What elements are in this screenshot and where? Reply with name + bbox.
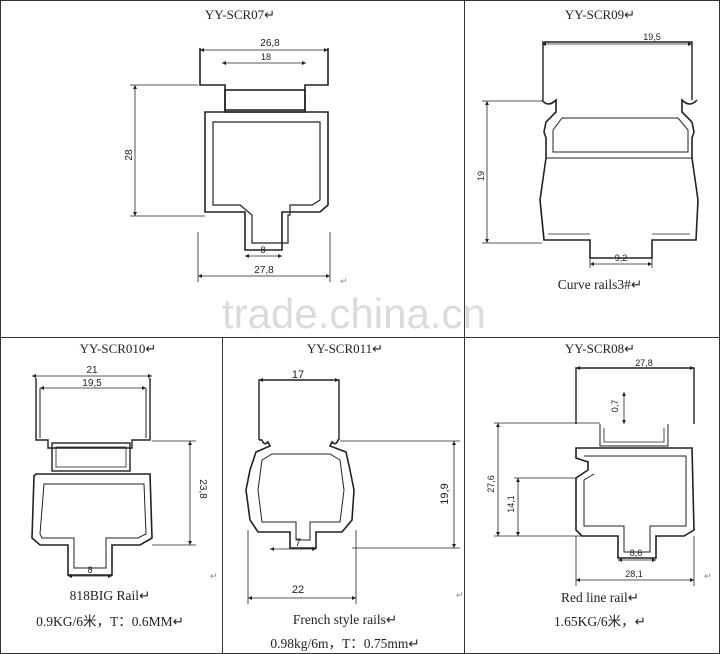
- title-scr010: YY-SCR010↵: [79, 341, 157, 356]
- dim-label: 0,7: [610, 400, 620, 413]
- para-mark: ↵: [456, 590, 464, 600]
- title-scr07: YY-SCR07↵: [204, 7, 276, 22]
- dim-label: 21: [86, 365, 98, 376]
- dim-label: 17: [292, 369, 304, 381]
- title-scr08: YY-SCR08↵: [564, 341, 636, 356]
- dim-label: 27,8: [635, 358, 653, 368]
- dim-label: 8: [87, 565, 92, 575]
- title-scr011: YY-SCR011↵: [306, 341, 384, 356]
- dims-scr07: [130, 48, 331, 282]
- caption-scr08-line2: 1.65KG/6米，↵: [554, 614, 646, 629]
- profile-scr07: [199, 48, 329, 251]
- dim-label: 28: [124, 149, 135, 161]
- watermark: trade.china.cn: [222, 290, 486, 337]
- dim-labels-scr08: 27,8 0,7 27,6 14,1 8,6 28,1: [486, 358, 653, 579]
- dim-label: 7: [295, 537, 301, 549]
- profile-scr09: [539, 41, 699, 259]
- dim-label: 27,8: [254, 265, 274, 276]
- dims-scr010: [32, 374, 196, 578]
- caption-scr010-line1: 818BIG Rail↵: [69, 588, 151, 603]
- dim-label: 14,1: [506, 495, 516, 513]
- dim-label: 19: [476, 171, 486, 181]
- dim-label: 22: [292, 584, 304, 596]
- para-mark: ↵: [210, 571, 218, 581]
- dim-label: 26,8: [260, 38, 280, 49]
- dim-label: 8,6: [630, 548, 643, 558]
- dim-label: 19,5: [643, 32, 661, 42]
- dim-label: 28,1: [625, 569, 643, 579]
- dim-labels-scr09: 19,5 19 9,2: [476, 32, 661, 263]
- caption-scr011-line2: 0.98kg/6m，T：0.75mm↵: [270, 636, 420, 651]
- dim-label: 19,5: [82, 378, 102, 389]
- dim-label: 27,6: [486, 475, 496, 493]
- caption-scr010-line2: 0.9KG/6米，T：0.6MM↵: [36, 614, 184, 629]
- dims-scr08: [494, 366, 695, 586]
- profile-scr010: [31, 378, 153, 576]
- dims-scr011: [247, 378, 460, 604]
- dim-labels-scr010: 21 19,5 23,8 8: [82, 365, 208, 575]
- title-scr09: YY-SCR09↵: [564, 7, 636, 22]
- caption-scr011-line1: French style rails↵: [292, 612, 398, 627]
- caption-scr08-line1: Red line rail↵: [560, 590, 640, 605]
- dim-label: 8: [260, 245, 265, 255]
- dim-label: 18: [261, 52, 271, 62]
- para-mark: ↵: [704, 571, 712, 581]
- para-mark: ↵: [340, 276, 348, 286]
- caption-scr09: Curve rails3#↵: [557, 277, 643, 292]
- dims-scr09: [482, 42, 692, 268]
- dim-label: 9,2: [615, 253, 628, 263]
- profile-scr08: [575, 367, 695, 559]
- dim-labels-scr011: 17 19,9 7 22: [292, 369, 451, 596]
- dim-labels-scr07: 26,8 18 28 8 27,8: [124, 38, 280, 276]
- dim-label: 23,8: [197, 479, 208, 499]
- dim-label: 19,9: [439, 483, 451, 504]
- profile-scr011: [245, 379, 355, 549]
